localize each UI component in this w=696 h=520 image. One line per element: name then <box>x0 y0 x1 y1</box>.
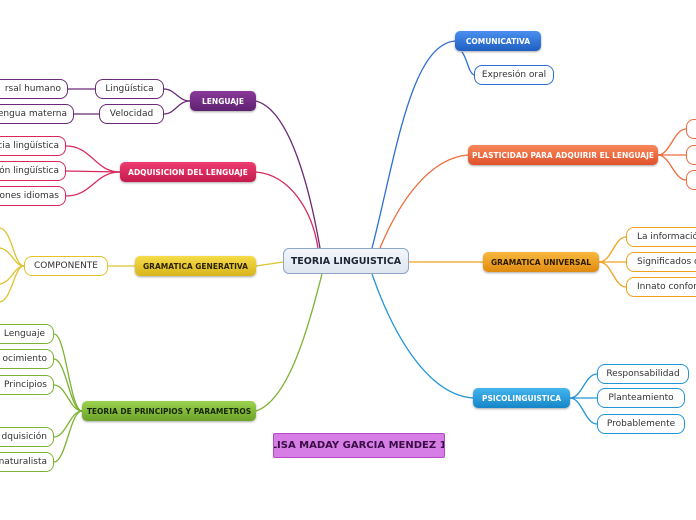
link-adquisicion <box>255 171 319 249</box>
topic-gramatica-generativa[interactable]: GRAMATICA GENERATIVA <box>135 256 256 276</box>
link-p-5 <box>53 410 83 463</box>
topic-psicolinguistica[interactable]: PSICOLINGUISTICA <box>473 388 570 408</box>
author-label[interactable]: ELISA MADAY GARCIA MENDEZ 1B <box>273 433 445 458</box>
subtopic-plasticidad-3[interactable] <box>686 170 696 190</box>
link-expresion <box>461 51 475 76</box>
topic-gramatica-universal[interactable]: GRAMATICA UNIVERSAL <box>483 252 599 272</box>
topic-lenguaje[interactable]: LENGUAJE <box>190 91 256 111</box>
subtopic-velocidad[interactable]: Velocidad <box>99 104 164 124</box>
subtopic-variaciones-idiomas[interactable]: Variaciones idiomas <box>0 186 66 206</box>
link-comunicativa <box>371 40 456 249</box>
subtopic-principios[interactable]: Principios <box>0 375 54 395</box>
link-gg-sub-4 <box>0 265 25 303</box>
subtopic-adquisicion[interactable]: dquisición <box>0 427 54 447</box>
link-p-1 <box>53 333 83 412</box>
link-gu-1 <box>598 236 627 263</box>
central-topic[interactable]: TEORIA LINGUISTICA <box>283 248 409 274</box>
link-p-4 <box>53 410 83 438</box>
topic-teoria-principios-parametros[interactable]: TEORIA DE PRINCIPIOS Y PARAMETROS <box>82 401 256 421</box>
link-adq-3 <box>65 171 121 197</box>
link-pl-1 <box>657 128 687 156</box>
link-lenguaje <box>255 100 321 249</box>
subtopic-componente[interactable]: COMPONENTE <box>24 256 108 276</box>
link-adq-1 <box>65 145 121 173</box>
link-adq-2 <box>65 170 121 173</box>
subtopic-probablemente[interactable]: Probablemente <box>597 414 685 434</box>
link-gg-sub-2 <box>0 247 25 267</box>
subtopic-la-informacion[interactable]: La informació <box>626 227 696 247</box>
link-ps-1 <box>569 373 598 399</box>
link-psicolinguistica <box>371 273 474 399</box>
subtopic-responsabilidad[interactable]: Responsabilidad <box>597 364 689 384</box>
link-pl-3 <box>657 154 687 181</box>
subtopic-competencia-linguistica[interactable]: petencia lingüística <box>0 136 66 156</box>
subtopic-humano[interactable]: rsal humano <box>0 79 68 99</box>
link-gu-3 <box>598 261 627 288</box>
link-gramatica-generativa <box>255 261 284 267</box>
subtopic-lengua-materna[interactable]: engua materna <box>0 104 74 124</box>
subtopic-plasticidad-1[interactable] <box>686 119 696 139</box>
subtopic-conocimiento[interactable]: ocimiento <box>0 349 54 369</box>
subtopic-lenguaje[interactable]: Lenguaje <box>0 324 54 344</box>
topic-plasticidad[interactable]: PLASTICIDAD PARA ADQUIRIR EL LENGUAJE <box>468 145 658 165</box>
subtopic-innato[interactable]: Innato confor <box>626 277 696 297</box>
topic-comunicativa[interactable]: COMUNICATIVA <box>455 31 541 51</box>
subtopic-actuacion-linguistica[interactable]: ctuación lingüística <box>0 161 66 181</box>
link-gg-sub-1 <box>0 227 25 267</box>
subtopic-planteamiento[interactable]: Planteamiento <box>597 388 685 408</box>
link-gg-sub-3 <box>0 265 25 285</box>
subtopic-naturalista[interactable]: naturalista <box>0 452 54 472</box>
link-principios <box>255 273 323 412</box>
link-p-3 <box>53 384 83 412</box>
subtopic-significados[interactable]: Significados c <box>626 252 696 272</box>
subtopic-linguistica[interactable]: Lingüística <box>95 79 164 99</box>
subtopic-plasticidad-2[interactable] <box>686 145 696 165</box>
link-p-2 <box>53 358 83 412</box>
link-plasticidad <box>379 154 469 249</box>
subtopic-expresion-oral[interactable]: Expresión oral <box>474 65 554 85</box>
link-linguistica <box>163 88 191 102</box>
topic-adquisicion-del-lenguaje[interactable]: ADQUISICION DEL LENGUAJE <box>120 162 256 182</box>
link-ps-3 <box>569 397 598 425</box>
link-velocidad <box>163 100 191 115</box>
